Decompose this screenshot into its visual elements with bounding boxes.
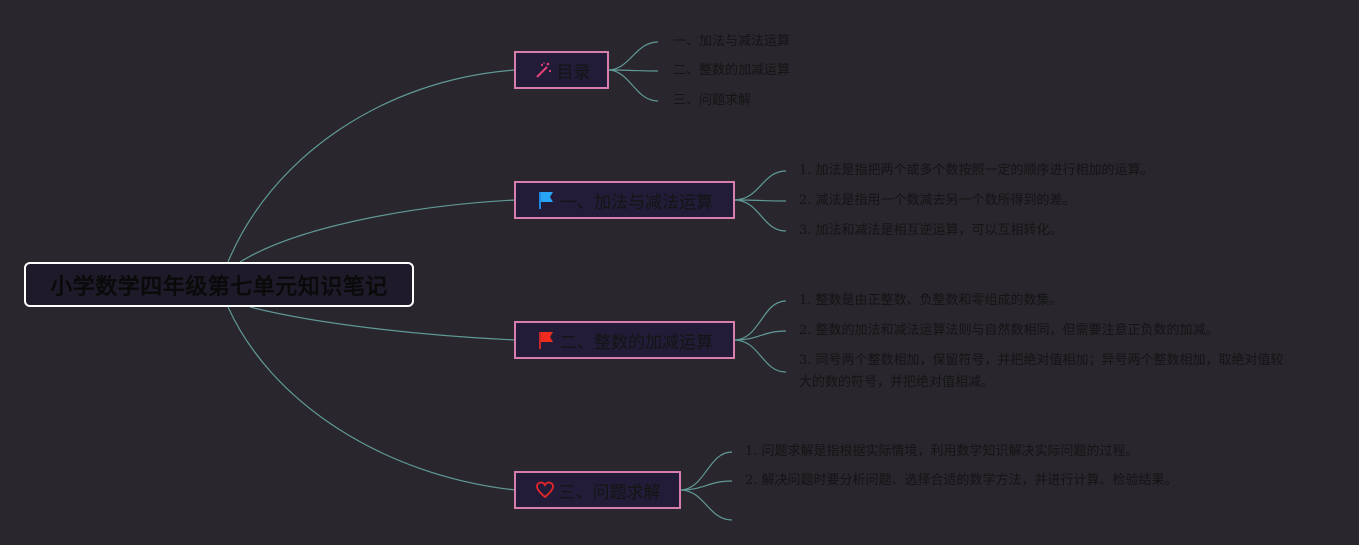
note-item[interactable]: 1. 问题求解是指根据实际情境，利用数学知识解决实际问题的过程。 bbox=[745, 444, 1139, 459]
blue-flag-icon bbox=[536, 190, 556, 210]
link-root-branch2 bbox=[249, 306, 516, 341]
red-flag-icon bbox=[536, 330, 556, 350]
branch-label: 三、问题求解 bbox=[558, 482, 661, 503]
link-root-branch3 bbox=[227, 306, 516, 491]
branch-problem-solving[interactable]: 三、问题求解 bbox=[514, 471, 681, 509]
link-b1-3 bbox=[733, 199, 787, 232]
toc-item[interactable]: 三、问题求解 bbox=[673, 93, 752, 108]
toc-item[interactable]: 二、整数的加减运算 bbox=[673, 63, 791, 78]
branch-label: 二、整数的加减运算 bbox=[560, 332, 713, 353]
link-b2-1 bbox=[733, 300, 787, 341]
magic-wand-icon bbox=[533, 60, 553, 80]
note-item[interactable]: 3. 加法和减法是相互逆运算，可以互相转化。 bbox=[799, 223, 1063, 238]
heart-icon bbox=[535, 480, 555, 500]
root-topic[interactable]: 小学数学四年级第七单元知识笔记 bbox=[24, 262, 414, 307]
link-b3-1 bbox=[679, 451, 733, 491]
link-b2-3 bbox=[733, 339, 787, 373]
link-root-toc bbox=[227, 69, 516, 263]
note-item[interactable]: 2. 减法是指用一个数减去另一个数所得到的差。 bbox=[799, 193, 1076, 208]
link-b1-1 bbox=[733, 170, 787, 201]
note-item[interactable]: 1. 整数是由正整数、负整数和零组成的数集。 bbox=[799, 293, 1063, 308]
link-b3-3 bbox=[679, 489, 733, 521]
note-item[interactable]: 3. 同号两个整数相加，保留符号，并把绝对值相加；异号两个整数相加，取绝对值较大… bbox=[799, 353, 1284, 390]
link-toc-3 bbox=[607, 69, 659, 102]
link-b2-2 bbox=[733, 330, 787, 341]
link-b3-2 bbox=[679, 480, 733, 491]
branch-integer-operations[interactable]: 二、整数的加减运算 bbox=[514, 321, 735, 359]
branch-label: 一、加法与减法运算 bbox=[560, 192, 713, 213]
branch-addition-subtraction[interactable]: 一、加法与减法运算 bbox=[514, 181, 735, 219]
root-title: 小学数学四年级第七单元知识笔记 bbox=[50, 274, 388, 300]
note-item[interactable]: 2. 解决问题时要分析问题、选择合适的数学方法，并进行计算、检验结果。 bbox=[745, 473, 1178, 488]
branch-label: 目录 bbox=[556, 62, 591, 83]
link-root-branch1 bbox=[239, 199, 516, 263]
branch-toc[interactable]: 目录 bbox=[514, 51, 609, 89]
toc-item[interactable]: 一、加法与减法运算 bbox=[673, 34, 791, 49]
link-toc-1 bbox=[607, 41, 659, 71]
note-item[interactable]: 1. 加法是指把两个或多个数按照一定的顺序进行相加的运算。 bbox=[799, 163, 1154, 178]
note-item[interactable]: 2. 整数的加法和减法运算法则与自然数相同，但需要注意正负数的加减。 bbox=[799, 323, 1219, 338]
